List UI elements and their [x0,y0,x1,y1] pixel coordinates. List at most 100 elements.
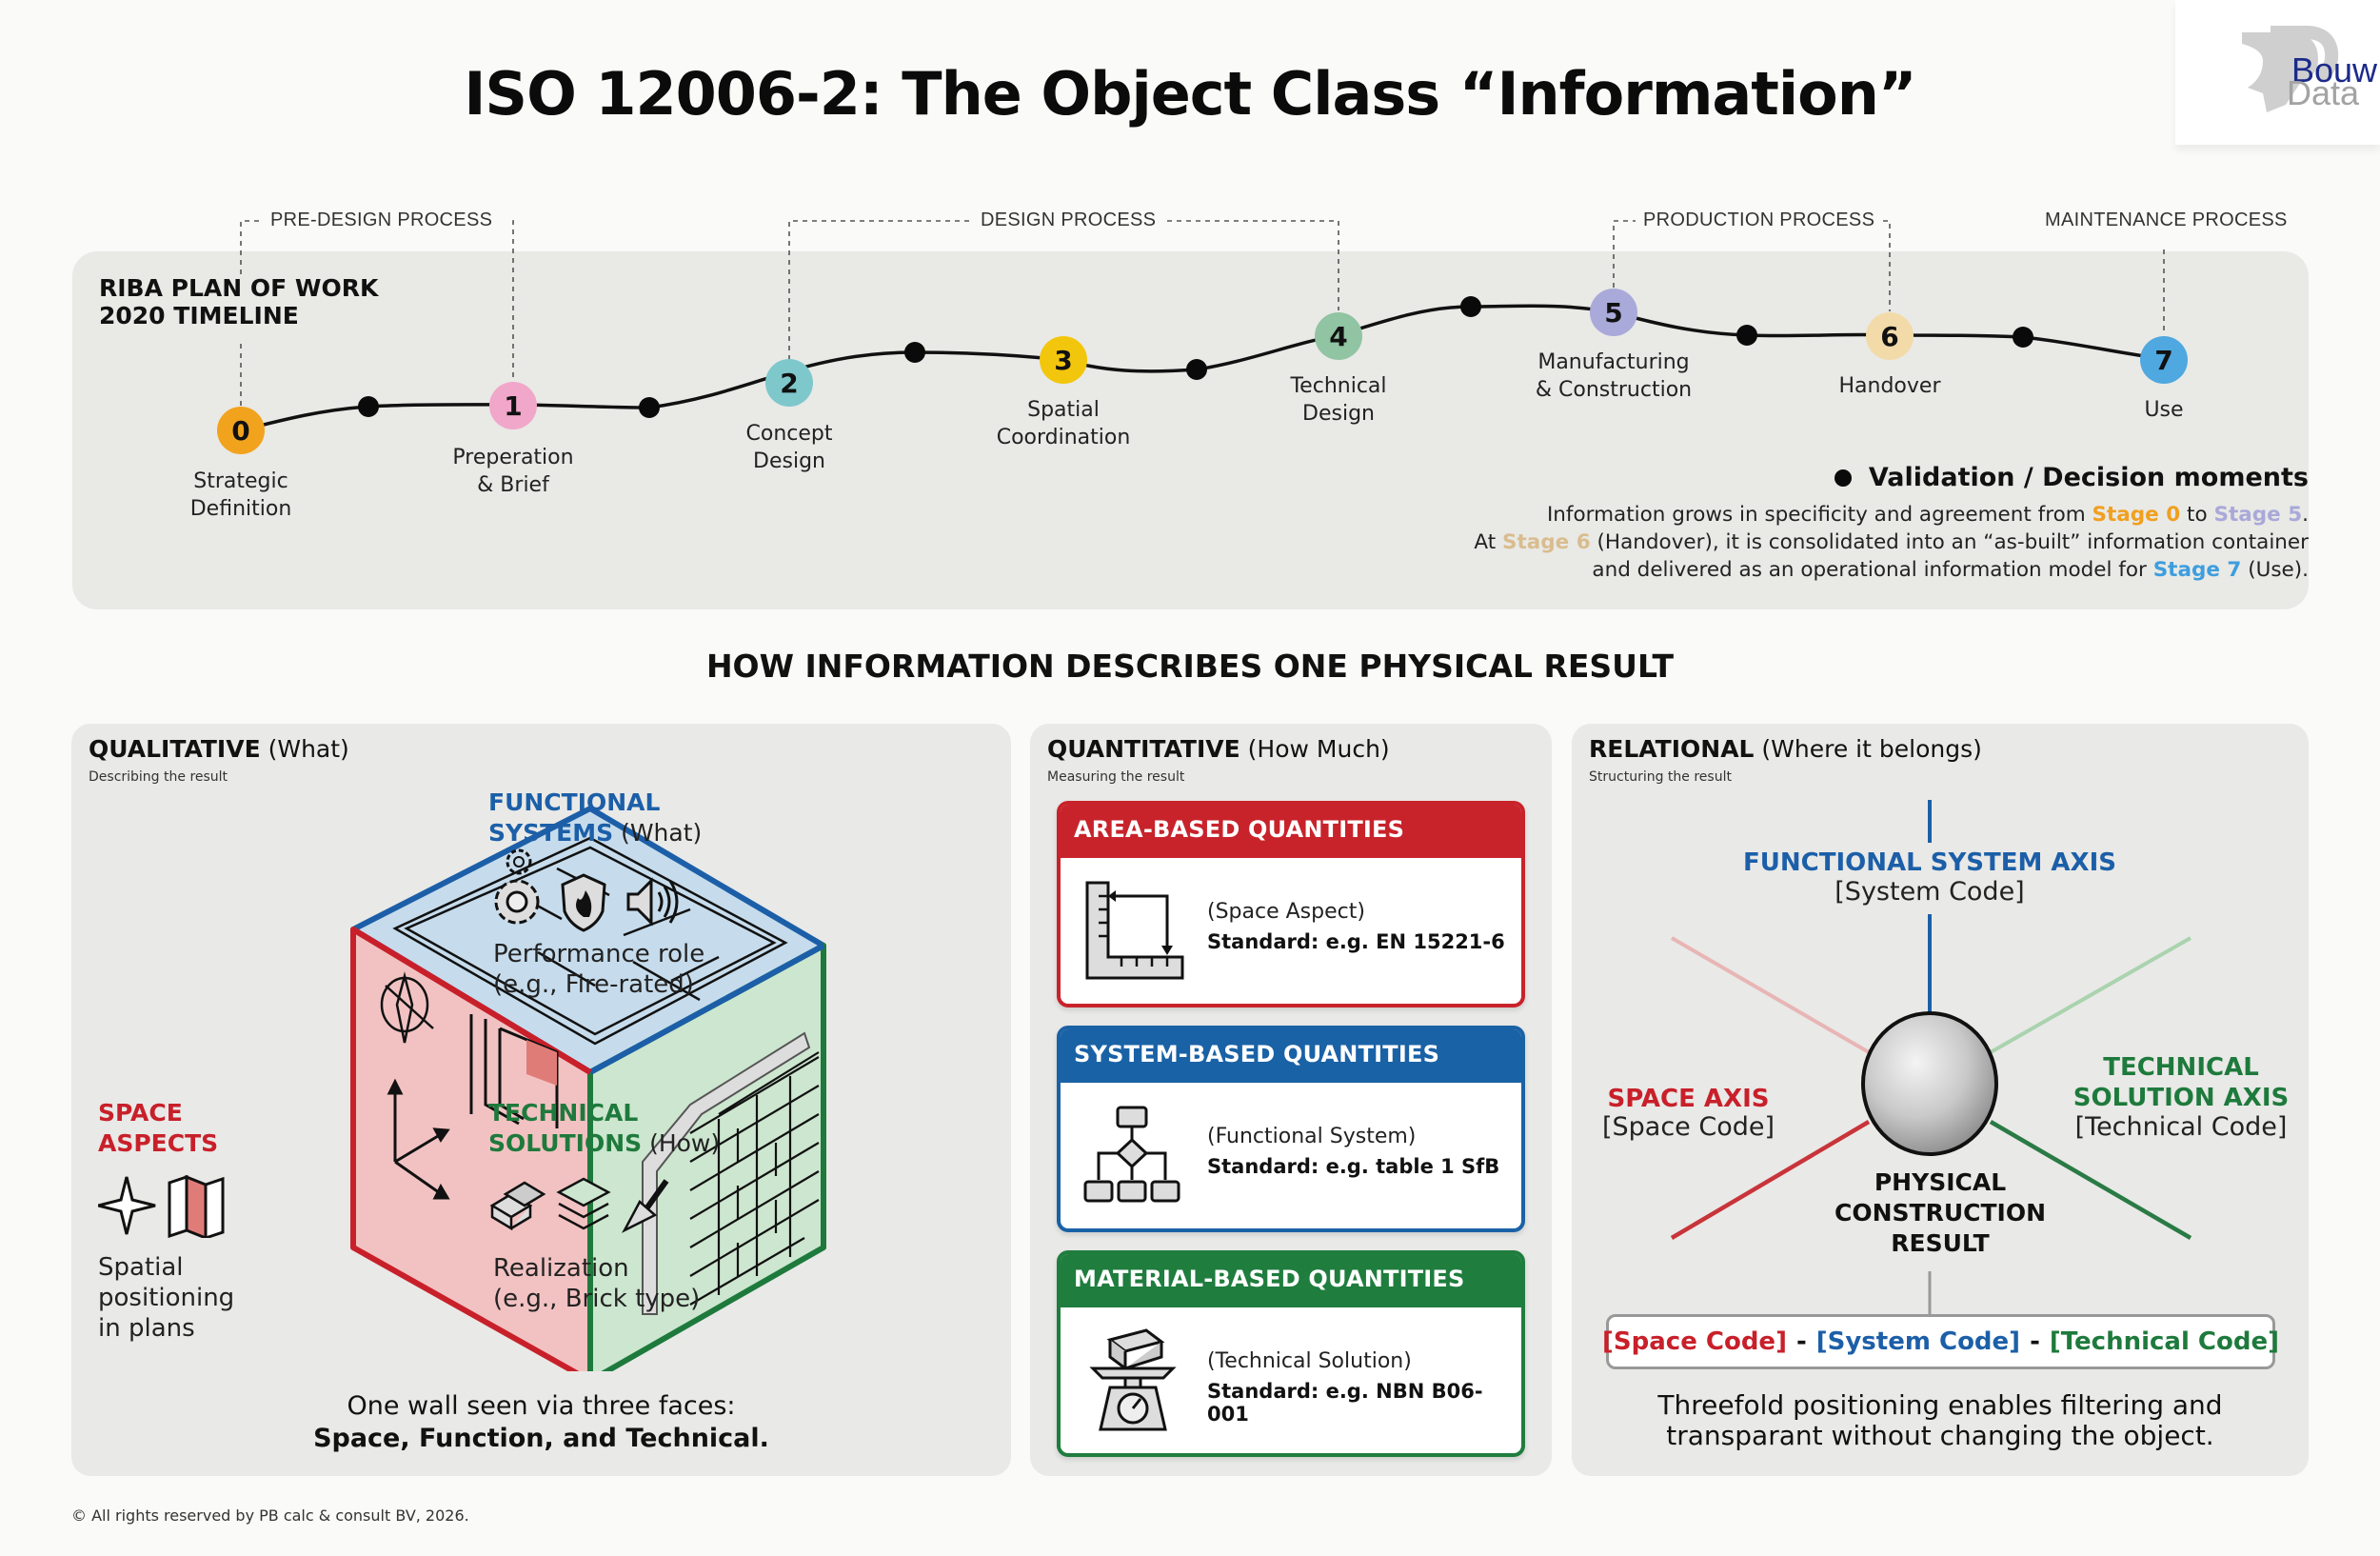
technical-axis-code: [Technical Code] [2074,1112,2288,1142]
svg-text:Bouw: Bouw [2291,50,2378,90]
quantitative-title: QUANTITATIVE (How Much) [1047,735,1390,763]
code-separator: - [1795,1327,1807,1356]
area-based-aspect: (Space Aspect) [1207,900,1365,924]
space-axis-back [1670,936,1871,1054]
technical-axis-label: TECHNICAL SOLUTION AXIS [2073,1053,2290,1112]
code-separator: - [2030,1327,2040,1356]
stage-0[interactable]: 0 [217,407,265,454]
space-code: [Space Code] [1602,1327,1787,1356]
stage-6-label: Handover [1838,374,1941,398]
material-based-header: MATERIAL-BASED QUANTITIES [1061,1254,1521,1307]
legend-text: Information grows in specificity and agr… [1474,503,2309,582]
bracket-design-right [1158,220,1339,310]
technical-axis-front [1989,1120,2192,1240]
physical-result-label: PHYSICAL CONSTRUCTION RESULT [1834,1168,2046,1257]
legend-title: Validation / Decision moments [1834,463,2309,492]
stage-3[interactable]: 3 [1040,336,1087,384]
bracket-pre-design-right [512,220,514,379]
validation-dot [1186,359,1207,380]
system-based-aspect: (Functional System) [1207,1125,1417,1148]
validation-dot [358,396,379,417]
functional-systems-heading: FUNCTIONAL SYSTEMS (What) [488,788,703,847]
process-label-production: PRODUCTION PROCESS [1636,209,1883,231]
axes-diagram [1670,800,2192,1314]
layers-icon [556,1177,611,1230]
validation-dot [1736,325,1757,346]
compass-icon [380,971,434,1044]
functional-icons [494,873,679,932]
technical-solutions-text: Realization (e.g., Brick type) [493,1254,701,1313]
stage-4[interactable]: 4 [1315,312,1362,360]
physical-result-sphere [1861,1011,1998,1156]
validation-dot-legend-icon [1834,469,1852,487]
floor-plan-icon [392,836,788,1046]
functional-axis-code: [System Code] [1835,877,2025,907]
area-based-header: AREA-BASED QUANTITIES [1061,805,1521,858]
area-based-card: AREA-BASED QUANTITIES (Space Aspect) Sta… [1057,801,1525,1007]
validation-dot [904,342,925,363]
stage-1[interactable]: 1 [489,382,537,429]
gear-icon [494,879,540,925]
qualitative-subtitle: Describing the result [89,769,228,785]
gear-icon [506,848,532,875]
bouwdata-logo[interactable]: Bouw Data [2175,0,2380,145]
insulation-layer [642,1031,811,1315]
trowel-icon [622,1179,669,1233]
system-based-card: SYSTEM-BASED QUANTITIES (Functional Syst… [1057,1026,1525,1232]
space-axis-front [1670,1120,1871,1240]
code-string-box: [Space Code] - [System Code] - [Technica… [1602,1314,2279,1369]
system-based-header: SYSTEM-BASED QUANTITIES [1061,1029,1521,1083]
quantitative-subtitle: Measuring the result [1047,769,1185,785]
fire-shield-icon [561,873,606,932]
technical-code: [Technical Code] [2049,1327,2279,1356]
process-label-maintenance: MAINTENANCE PROCESS [2037,209,2295,231]
stage-5-label: Manufacturing& Construction [1535,350,1693,402]
relational-caption: Threefold positioning enables filtering … [1657,1389,2223,1451]
space-icons [98,1174,225,1238]
highlighted-room [526,1040,557,1086]
qualitative-panel: QUALITATIVE (What) Describing the result [71,724,1011,1476]
space-axis-code: [Space Code] [1601,1112,1775,1142]
stage-6[interactable]: 6 [1866,312,1914,360]
cube-caption: One wall seen via three faces: Space, Fu… [313,1391,769,1453]
page-title: ISO 12006-2: The Object Class “Informati… [464,59,1916,129]
bracket-design-left [788,220,971,379]
process-label-pre-design: PRE-DESIGN PROCESS [263,209,501,231]
stage-1-label: Preperation& Brief [452,446,574,497]
relational-subtitle: Structuring the result [1589,769,1732,785]
stage-7[interactable]: 7 [2140,336,2188,384]
section-heading: HOW INFORMATION DESCRIBES ONE PHYSICAL R… [705,648,1675,685]
copyright-footer: © All rights reserved by PB calc & consu… [71,1506,469,1525]
material-based-card: MATERIAL-BASED QUANTITIES (Technical Sol… [1057,1250,1525,1457]
space-aspects-heading: SPACE ASPECTS [98,1099,219,1157]
space-aspects-text: Spatial positioning in plans [98,1253,235,1343]
relational-panel: RELATIONAL (Where it belongs) Structurin… [1572,724,2309,1476]
axes-icon [387,1078,450,1200]
timeline-panel [72,251,2309,609]
bracket-production-right [1874,220,1891,311]
stage-7-label: Use [2144,398,2184,422]
technical-solutions-heading: TECHNICAL SOLUTIONS (How) [488,1099,721,1157]
stage-5[interactable]: 5 [1590,289,1637,336]
functional-axis-label: FUNCTIONAL SYSTEM AXIS [1743,848,2116,877]
material-based-aspect: (Technical Solution) [1207,1349,1412,1373]
material-based-standard: Standard: e.g. NBN B06-001 [1207,1380,1483,1426]
flowchart-icon [1083,1106,1180,1203]
timeline-title-line2: 2020 TIMELINE [99,302,299,329]
ruler-square-icon [1085,881,1184,980]
technical-icons [489,1177,669,1233]
timeline-title: RIBA PLAN OF WORK 2020 TIMELINE [99,274,379,329]
qualitative-title: QUALITATIVE (What) [89,735,349,763]
functional-systems-text: Performance role (e.g., Fire-rated) [493,940,705,999]
system-code: [System Code] [1815,1327,2021,1356]
speaker-icon [626,877,679,927]
technical-axis-back [1990,936,2192,1054]
bricks-icon [489,1181,546,1231]
stage-2[interactable]: 2 [765,359,813,407]
brick-wall-icon [689,1051,820,1306]
svg-text:Data: Data [2287,73,2360,112]
timeline-title-line1: RIBA PLAN OF WORK [99,274,379,302]
process-label-design: DESIGN PROCESS [973,209,1164,231]
